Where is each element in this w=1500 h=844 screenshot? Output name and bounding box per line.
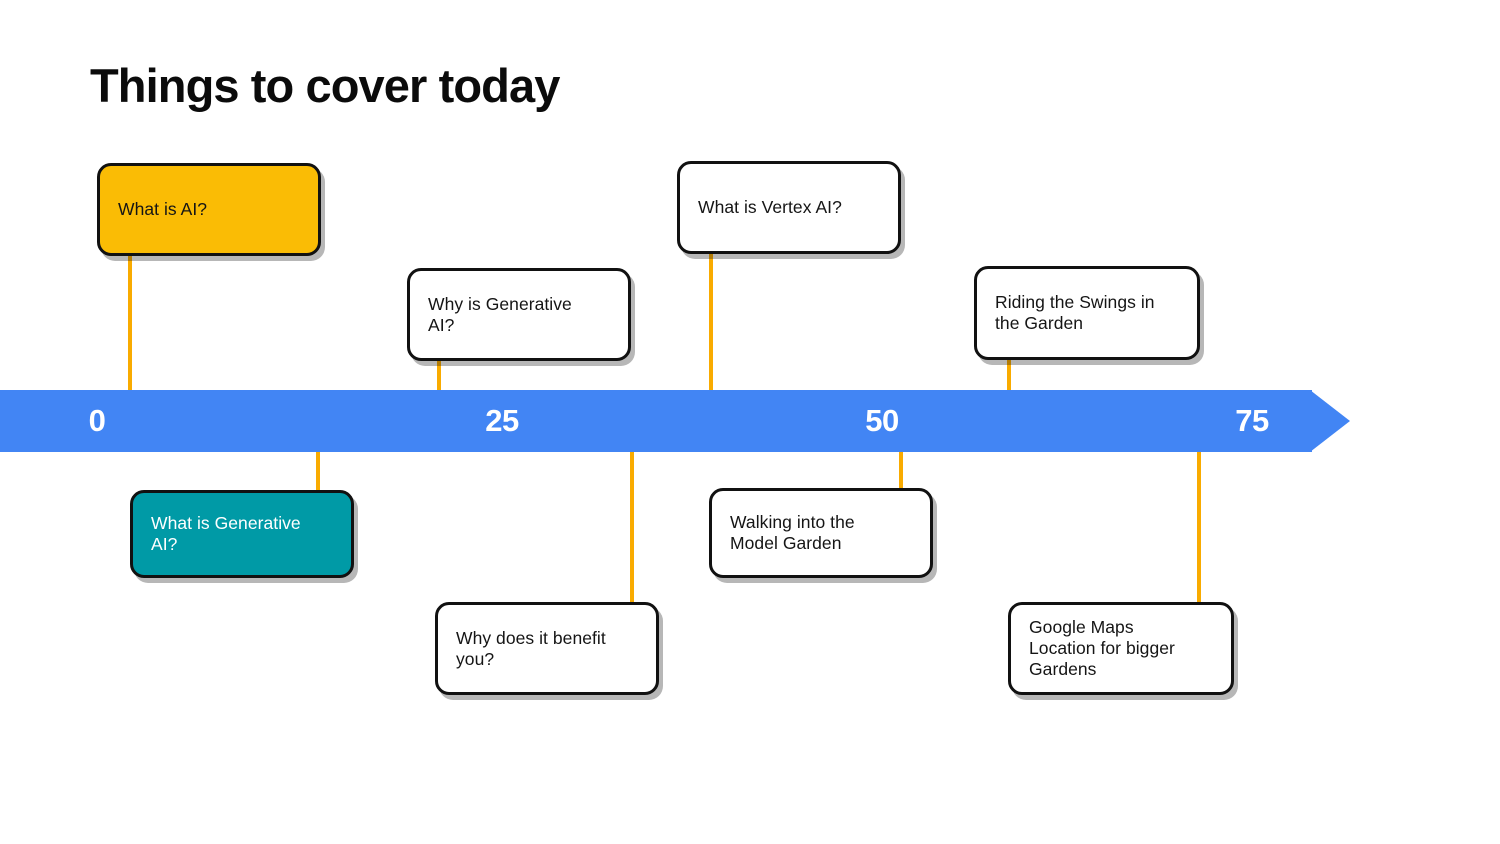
timeline-card-what-is-vertex-ai[interactable]: What is Vertex AI? <box>677 161 901 254</box>
connector-line-walking-into-the-model-garden <box>899 452 903 490</box>
connector-line-what-is-generative-ai <box>316 452 320 492</box>
timeline-tick-label: 25 <box>485 403 519 438</box>
timeline-card-riding-the-swings-in-the-garden[interactable]: Riding the Swings in the Garden <box>974 266 1200 360</box>
timeline-card-label: Why is Generative AI? <box>428 293 572 335</box>
page-title: Things to cover today <box>90 59 560 112</box>
timeline-card-what-is-generative-ai[interactable]: What is Generative AI? <box>130 490 354 578</box>
timeline-card-label: What is Vertex AI? <box>698 197 842 217</box>
timeline-card-why-does-it-benefit-you[interactable]: Why does it benefit you? <box>435 602 659 695</box>
timeline-card-what-is-ai[interactable]: What is AI? <box>97 163 321 256</box>
connector-line-why-is-generative-ai <box>437 361 441 390</box>
timeline-card-label: Google Maps Location for bigger Gardens <box>1029 617 1175 679</box>
timeline-tick-label: 75 <box>1235 403 1269 438</box>
timeline-tick-label: 0 <box>88 403 106 438</box>
timeline-tick-label: 50 <box>865 403 899 438</box>
timeline-card-label: Walking into the Model Garden <box>730 512 855 553</box>
connector-line-google-maps-location-for-bigger-gardens <box>1197 452 1201 604</box>
timeline-arrow-icon <box>1310 390 1350 452</box>
connector-line-riding-the-swings-in-the-garden <box>1007 360 1011 390</box>
connector-line-why-does-it-benefit-you <box>630 452 634 604</box>
connector-line-what-is-vertex-ai <box>709 254 713 390</box>
timeline-card-label: Why does it benefit you? <box>456 627 606 669</box>
connector-line-what-is-ai <box>128 256 132 390</box>
timeline-card-label: Riding the Swings in the Garden <box>995 292 1155 333</box>
timeline-card-why-is-generative-ai[interactable]: Why is Generative AI? <box>407 268 631 361</box>
timeline-card-walking-into-the-model-garden[interactable]: Walking into the Model Garden <box>709 488 933 578</box>
timeline-card-google-maps-location-for-bigger-gardens[interactable]: Google Maps Location for bigger Gardens <box>1008 602 1234 695</box>
timeline-card-label: What is AI? <box>118 199 208 219</box>
timeline-bar <box>0 390 1312 452</box>
timeline-card-label: What is Generative AI? <box>151 513 301 554</box>
